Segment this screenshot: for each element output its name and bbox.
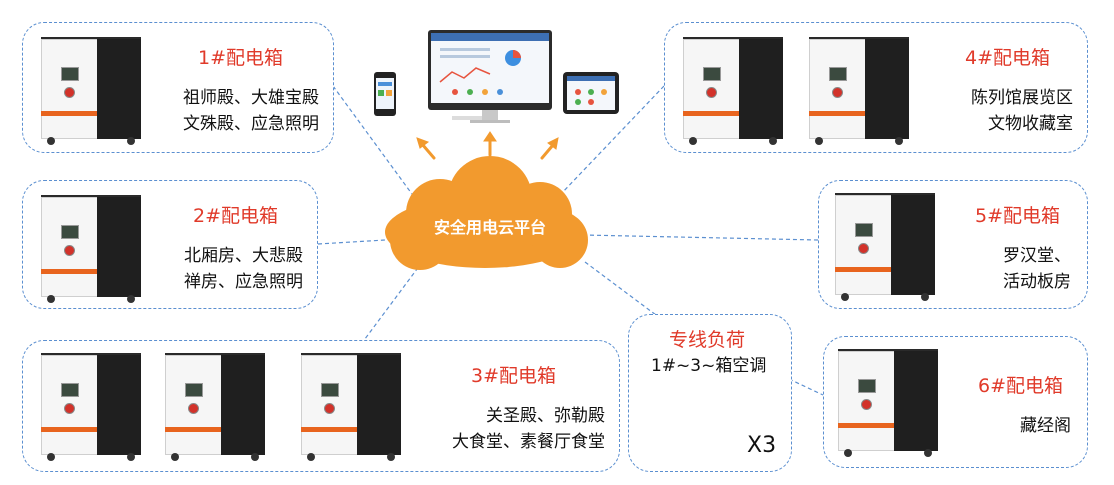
box-6-desc: 藏经阁	[1020, 416, 1071, 436]
link-box2	[317, 239, 386, 245]
box-4-title: 4#配电箱	[965, 47, 1051, 69]
link-box5	[582, 234, 819, 241]
cabinet-icon	[833, 193, 937, 303]
box-4-panel: 4#配电箱 陈列馆展览区文物收藏室	[664, 22, 1088, 153]
box-3-panel: 3#配电箱 关圣殿、弥勒殿大食堂、素餐厅食堂	[22, 340, 620, 472]
box-6-title: 6#配电箱	[978, 375, 1064, 397]
link-box1	[332, 85, 421, 206]
cloud-shape	[385, 156, 588, 270]
box-2-desc: 北厢房、大悲殿禅房、应急照明	[184, 246, 303, 292]
box-1-panel: 1#配电箱 祖师殿、大雄宝殿文殊殿、应急照明	[22, 22, 334, 153]
arrow-left	[420, 142, 436, 160]
link-dedicated	[584, 261, 661, 319]
dedicated-load-panel: 专线负荷 1#~3~箱空调 X3	[628, 314, 792, 472]
box-1-title: 1#配电箱	[198, 47, 284, 69]
box-4-desc: 陈列馆展览区文物收藏室	[971, 88, 1073, 134]
dedicated-subtitle: 1#~3~箱空调	[651, 356, 767, 376]
cabinet-icon	[681, 37, 785, 147]
box-3-title: 3#配电箱	[471, 365, 557, 387]
box-6-panel: 6#配电箱 藏经阁	[823, 336, 1088, 468]
multiplier-label: X3	[747, 433, 777, 458]
box-2-panel: 2#配电箱 北厢房、大悲殿禅房、应急照明	[22, 180, 318, 309]
box-1-desc: 祖师殿、大雄宝殿文殊殿、应急照明	[183, 88, 319, 134]
cloud-label: 安全用电云平台	[433, 218, 546, 237]
cabinet-icon	[39, 37, 143, 147]
cabinet-icon	[299, 353, 403, 463]
cabinet-icon	[39, 195, 143, 305]
tablet-icon	[563, 72, 619, 114]
monitor-icon	[428, 30, 552, 123]
cabinet-icon	[807, 37, 911, 147]
dedicated-title: 专线负荷	[669, 329, 746, 351]
phone-icon	[374, 72, 396, 116]
arrow-right	[540, 143, 555, 160]
cabinet-icon	[836, 349, 940, 459]
box-5-desc: 罗汉堂、活动板房	[1003, 246, 1071, 292]
cabinet-icon	[163, 353, 267, 463]
link-box3	[352, 264, 421, 356]
cabinet-icon	[39, 353, 143, 463]
box-3-desc: 关圣殿、弥勒殿大食堂、素餐厅食堂	[452, 406, 605, 452]
box-5-panel: 5#配电箱 罗汉堂、活动板房	[818, 180, 1088, 309]
box-5-title: 5#配电箱	[975, 205, 1061, 227]
box-2-title: 2#配电箱	[193, 205, 279, 227]
